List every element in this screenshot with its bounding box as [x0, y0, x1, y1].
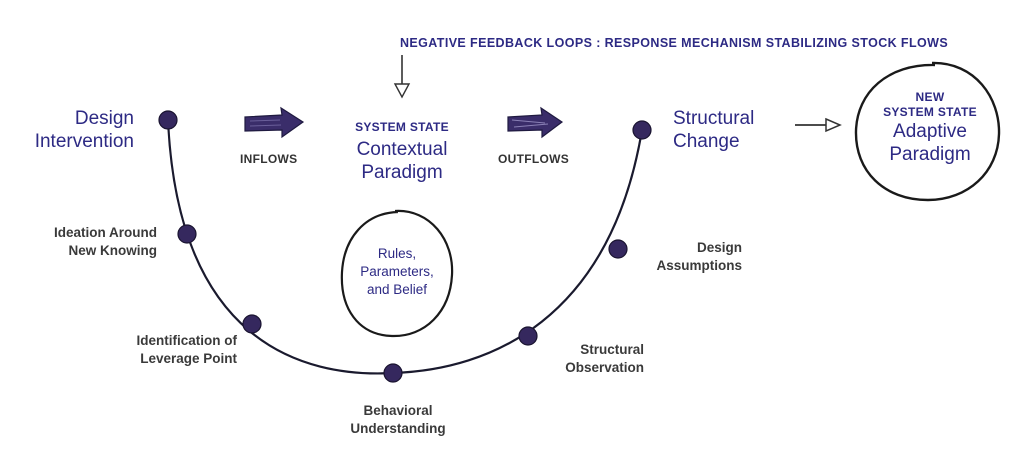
structural-change-line1: Structural — [673, 108, 755, 129]
outflows-label: OUTFLOWS — [498, 152, 570, 166]
stage-leverage-label: Identification of Leverage Point — [80, 332, 238, 368]
ideation-line1: Ideation Around — [54, 225, 157, 240]
to-new-state-arrow — [795, 117, 842, 133]
rules-circle-text: Rules, Parameters, and Belief — [342, 245, 452, 299]
structural-obs-line1: Structural — [580, 342, 644, 357]
stage-design-assumptions-label: Design Assumptions — [630, 239, 742, 275]
behavioral-line1: Behavioral — [363, 403, 433, 418]
system-state-line1: Contextual — [356, 139, 448, 160]
stage-ideation-label: Ideation Around New Knowing — [10, 224, 157, 260]
design-intervention-line2: Intervention — [34, 131, 134, 152]
design-intervention-label: Design Intervention — [14, 107, 134, 153]
system-state-kicker: SYSTEM STATE — [355, 120, 449, 134]
outflows-arrow-icon — [507, 106, 564, 139]
rules-line1: Rules, — [377, 246, 417, 261]
behavioral-line2: Understanding — [350, 421, 446, 436]
inflows-label: INFLOWS — [240, 152, 298, 166]
banner-title: NEGATIVE FEEDBACK LOOPS : RESPONSE MECHA… — [400, 36, 949, 50]
dot-structural-observation — [518, 326, 538, 346]
stage-behavioral-label: Behavioral Understanding — [330, 402, 466, 438]
new-state-kicker2: SYSTEM STATE — [883, 105, 977, 119]
rules-circle-outline — [340, 209, 454, 338]
new-state-kicker1: NEW — [915, 90, 945, 104]
stage-structural-observation-label: Structural Observation — [520, 341, 644, 377]
design-intervention-line1: Design — [74, 108, 134, 129]
rules-line3: and Belief — [366, 282, 428, 297]
new-state-line2: Paradigm — [889, 144, 971, 165]
new-state-circle-outline — [854, 61, 1001, 202]
dot-behavioral — [383, 363, 403, 383]
dot-ideation — [177, 224, 197, 244]
assumptions-line1: Design — [696, 240, 742, 255]
structural-obs-line2: Observation — [565, 360, 644, 375]
system-state-group: SYSTEM STATE Contextual Paradigm — [330, 120, 474, 184]
ideation-line2: New Knowing — [68, 243, 158, 258]
dot-structural-change — [632, 120, 652, 140]
new-state-line1: Adaptive — [893, 121, 967, 142]
structural-change-line2: Change — [673, 131, 740, 152]
rules-line2: Parameters, — [360, 264, 434, 279]
leverage-line1: Identification of — [136, 333, 238, 348]
dot-design-assumptions — [608, 239, 628, 259]
structural-change-label: Structural Change — [673, 107, 754, 153]
dot-design-intervention — [158, 110, 178, 130]
leverage-line2: Leverage Point — [140, 351, 237, 366]
assumptions-line2: Assumptions — [656, 258, 742, 273]
dot-leverage — [242, 314, 262, 334]
system-state-line2: Paradigm — [361, 162, 443, 183]
inflows-arrow-icon — [244, 106, 305, 139]
new-system-state-group: NEW SYSTEM STATE Adaptive Paradigm — [868, 90, 992, 166]
banner-down-arrow — [393, 55, 411, 99]
